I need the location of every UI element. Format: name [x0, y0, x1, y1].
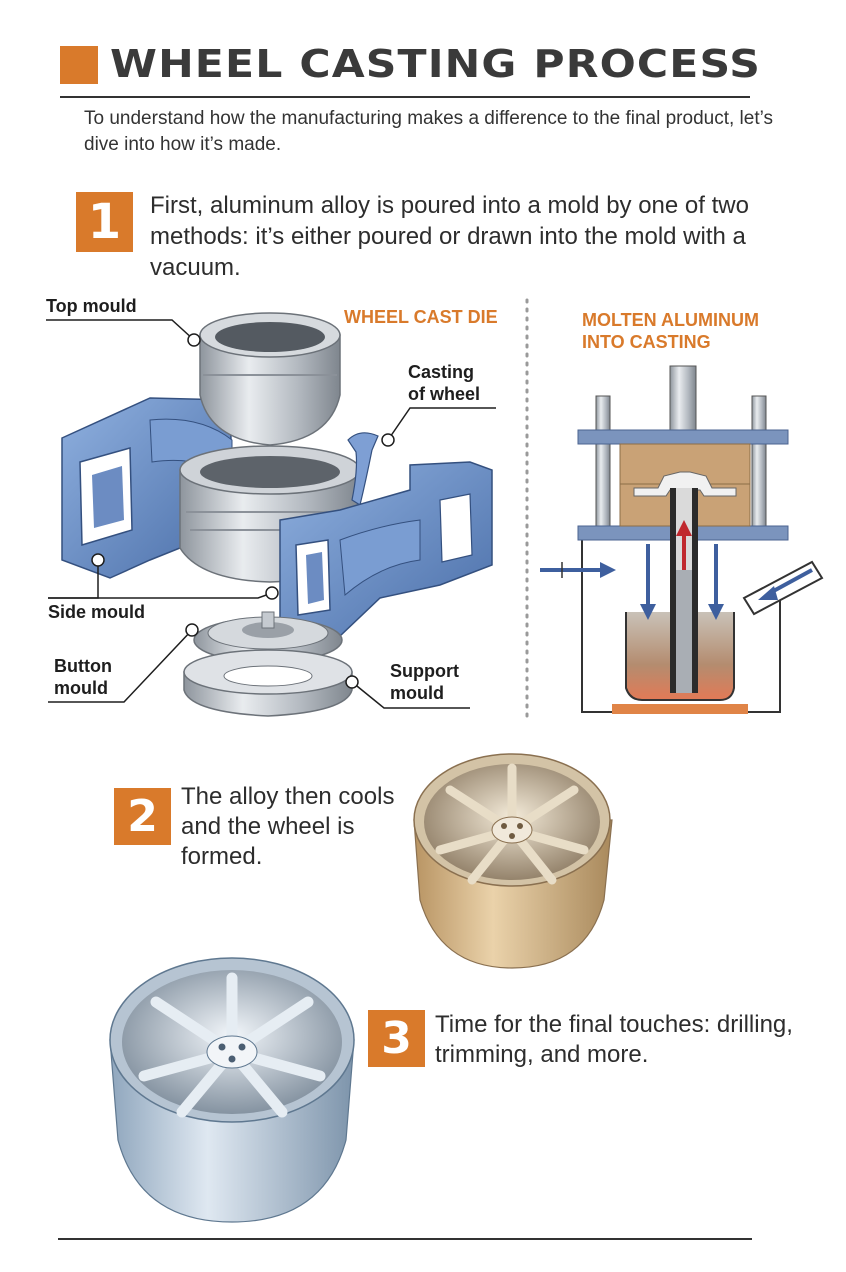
- step-2-text: The alloy then cools and the wheel is fo…: [181, 783, 395, 870]
- step-1-badge: 1: [76, 192, 133, 252]
- top-mould-shape: [199, 312, 341, 446]
- finished-wheel-illustration: [109, 957, 355, 1223]
- die-heading: WHEEL CAST DIE: [344, 307, 498, 327]
- step-3-badge: 3: [368, 1010, 425, 1067]
- molten-aluminum-illustration: [540, 365, 824, 714]
- molten-heading-line2: INTO CASTING: [582, 332, 711, 352]
- label-support-line1: Support: [390, 661, 459, 681]
- button-mould-shape: [193, 611, 343, 663]
- bottom-rule: [58, 1238, 752, 1240]
- label-button-line2: mould: [54, 678, 108, 698]
- right-side-mould-shape: [279, 461, 493, 641]
- page-title: WHEEL CASTING PROCESS: [110, 42, 762, 86]
- step-1-text: First, aluminum alloy is poured into a m…: [150, 192, 749, 281]
- cooled-wheel-illustration: [413, 753, 613, 969]
- label-support-line2: mould: [390, 683, 444, 703]
- step-3-text: Time for the final touches: drilling, tr…: [435, 1011, 793, 1068]
- molten-heading-line1: MOLTEN ALUMINUM: [582, 310, 759, 330]
- label-casting-line2: of wheel: [408, 384, 481, 404]
- title-accent-square: [60, 46, 98, 84]
- label-button-line1: Button: [54, 656, 112, 676]
- casting-spout-shape: [347, 432, 379, 506]
- label-casting-line1: Casting: [408, 362, 475, 382]
- wheel-cast-die-illustration: [46, 312, 496, 717]
- label-top-mould: Top mould: [46, 296, 137, 316]
- die-leader-lines: [46, 319, 496, 709]
- label-side-mould: Side mould: [48, 602, 146, 622]
- title-rule: [60, 96, 750, 98]
- intro-text: To understand how the manufacturing make…: [84, 108, 773, 155]
- step-2-badge: 2: [114, 788, 171, 845]
- support-mould-shape: [183, 649, 353, 717]
